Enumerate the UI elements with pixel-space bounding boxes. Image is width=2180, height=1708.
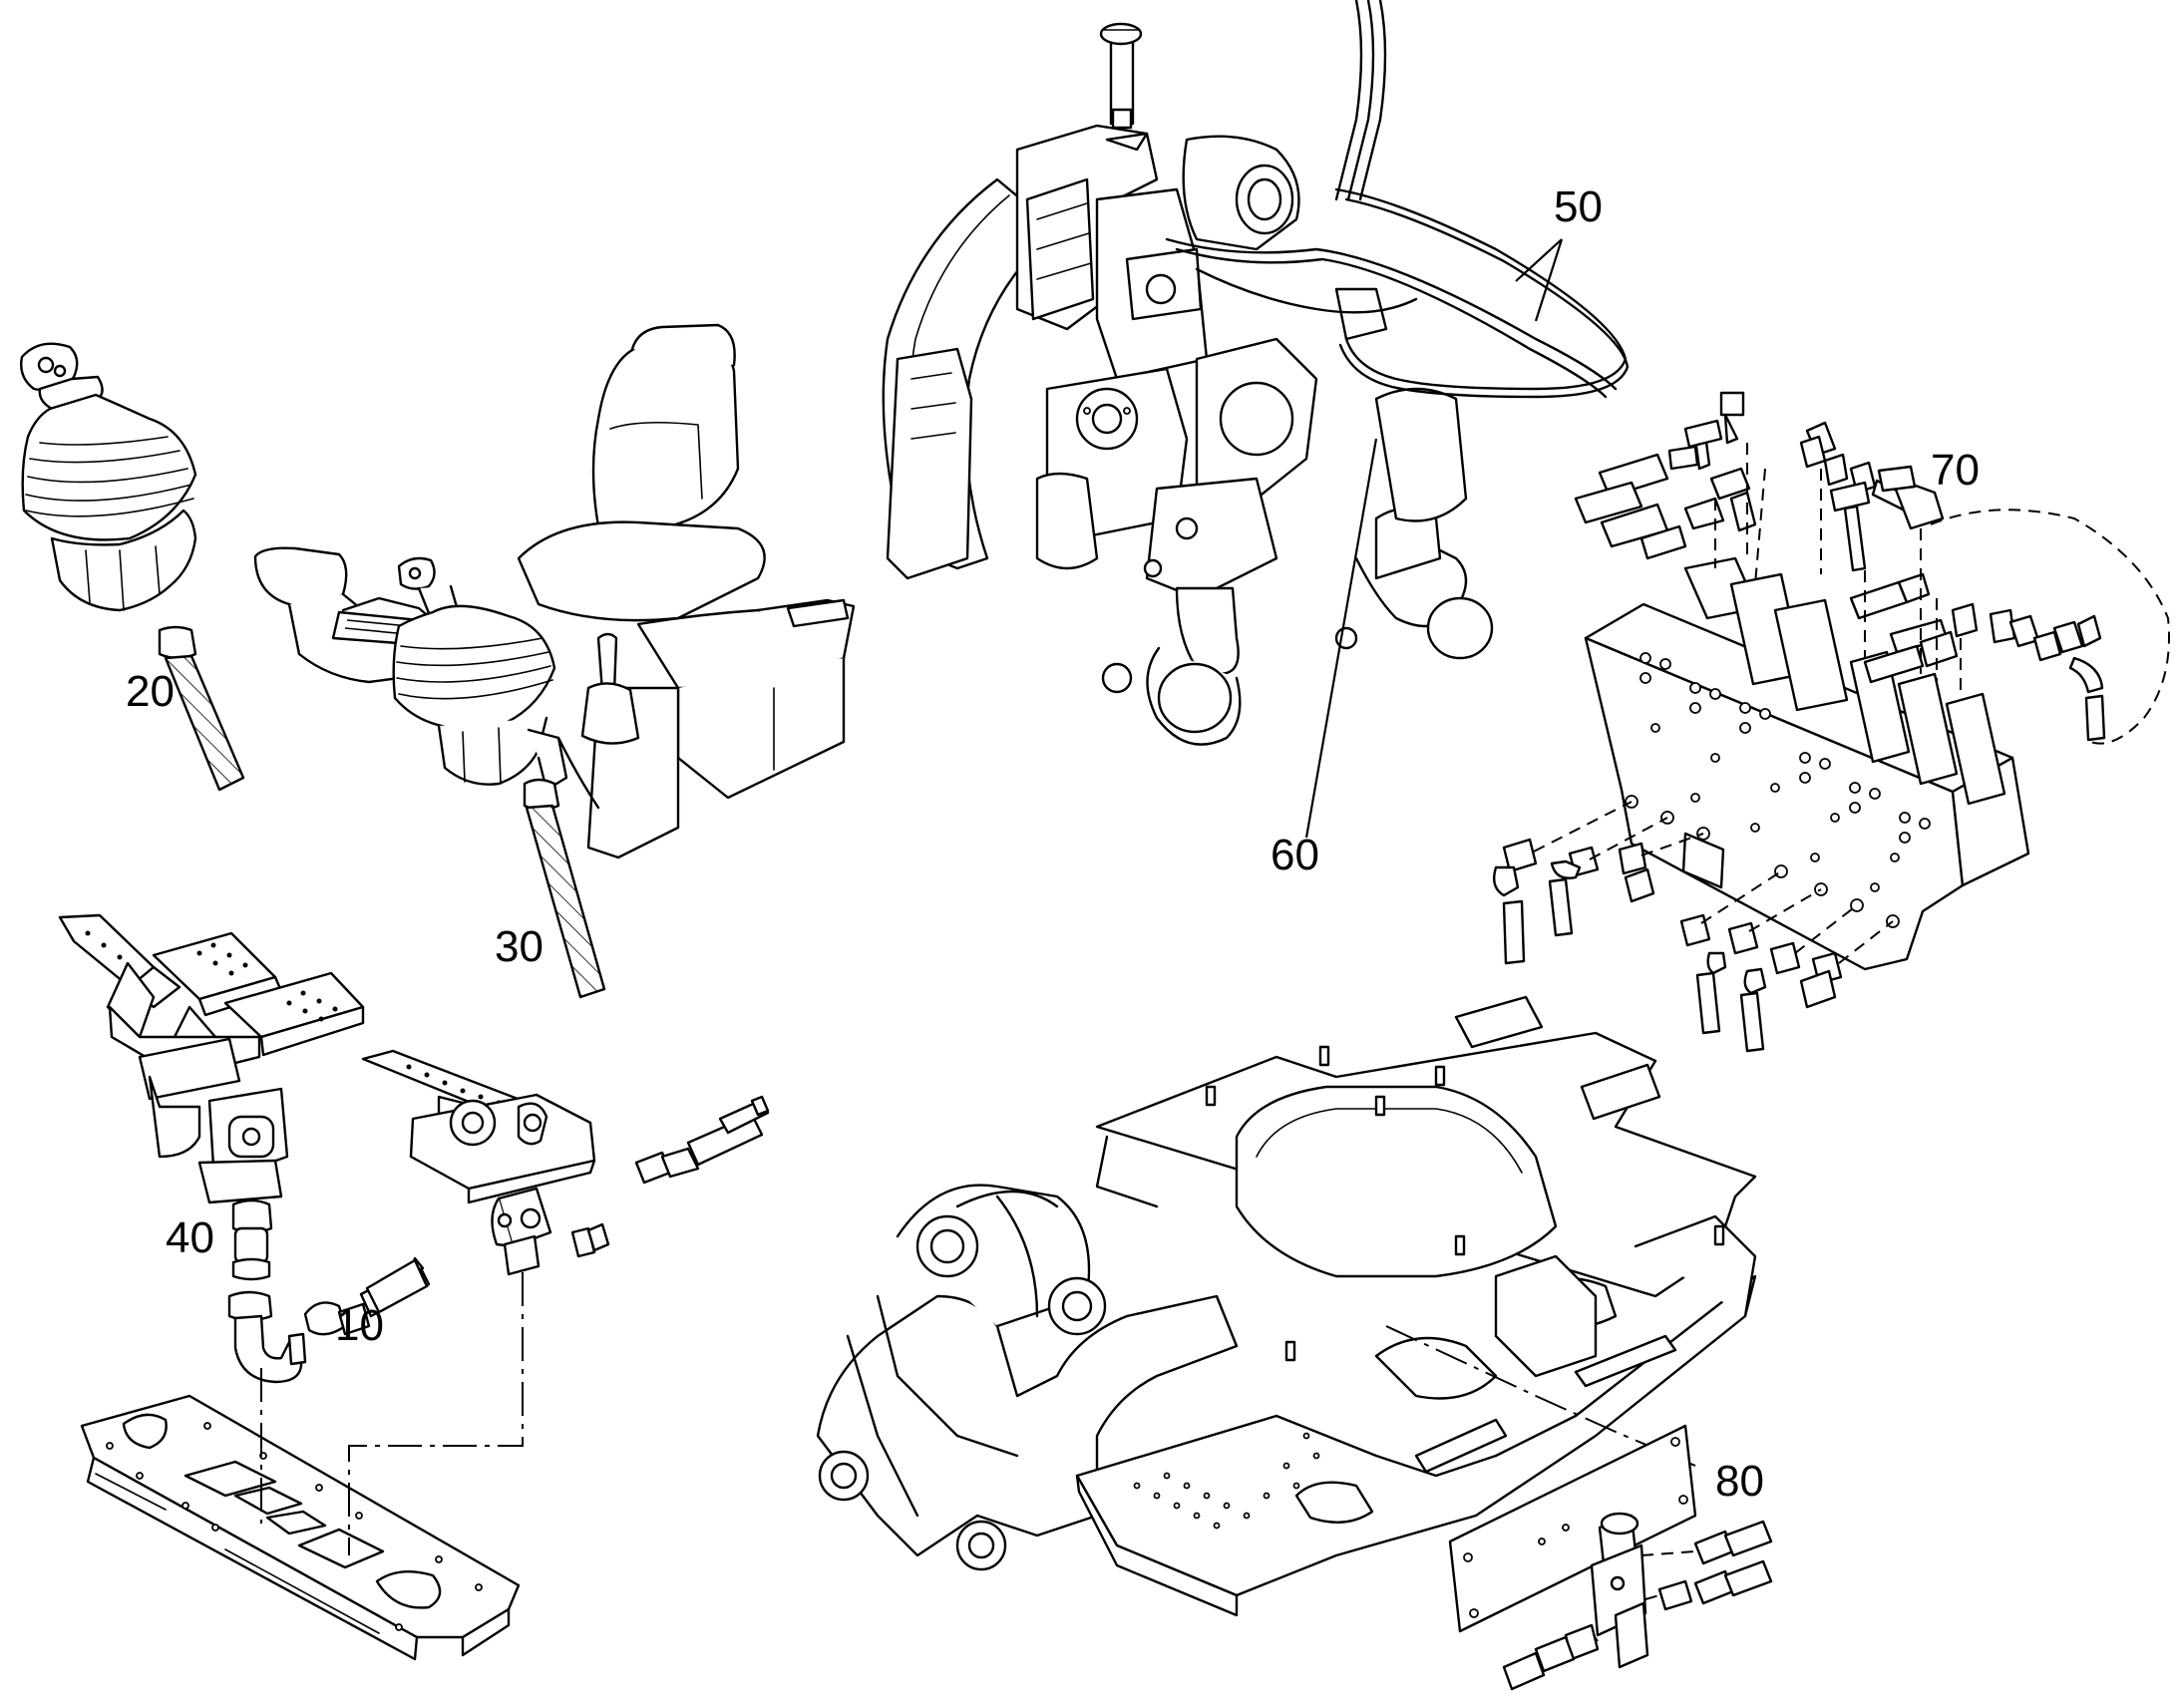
callout-70: 70: [1931, 446, 1980, 495]
joystick-control-lever: [20, 342, 245, 792]
callout-labels: 10 20 30 40 50 60 70 80: [126, 182, 1980, 1506]
cab-floor-plate: [80, 1272, 524, 1661]
foot-pedal-valves: [58, 913, 770, 1384]
callout-60: 60: [1271, 831, 1319, 879]
callout-50: 50: [1554, 182, 1603, 231]
hydraulic-control-valve-block: [1493, 391, 2170, 1053]
callout-20: 20: [126, 667, 175, 716]
callout-30: 30: [495, 922, 544, 971]
callout-10: 10: [335, 1301, 384, 1350]
operator-seat-with-consoles: [253, 323, 856, 999]
valve-mounting-plate: [1448, 1424, 1773, 1691]
engine-pump-assembly: [882, 0, 1630, 746]
upper-carriage-frame: [816, 995, 1757, 1617]
callout-80: 80: [1715, 1457, 1764, 1506]
callout-leaders-engine: [1304, 238, 1564, 839]
callout-40: 40: [166, 1213, 214, 1262]
